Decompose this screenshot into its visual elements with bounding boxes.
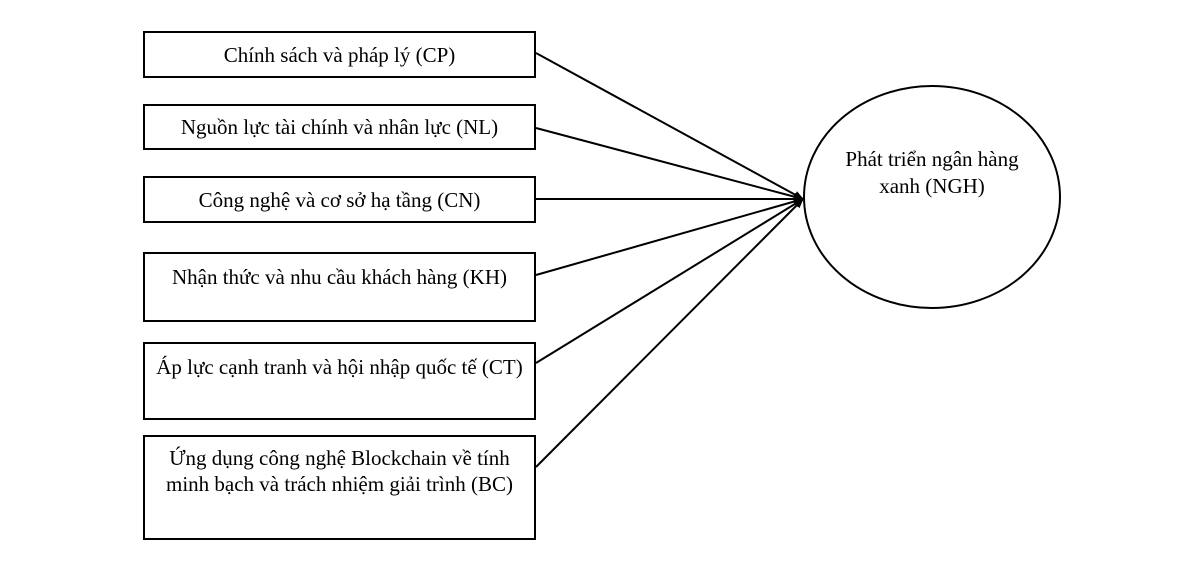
factor-box-kh: Nhận thức và nhu cầu khách hàng (KH)	[143, 252, 536, 322]
outcome-ellipse	[803, 85, 1061, 309]
arrow-ct-to-ngh	[535, 198, 804, 364]
factor-label-cp: Chính sách và pháp lý (CP)	[223, 42, 456, 67]
arrow-bc-to-ngh	[535, 198, 804, 468]
outcome-label-ngh: Phát triển ngân hàng xanh (NGH)	[845, 147, 1019, 198]
factor-box-nl: Nguồn lực tài chính và nhân lực (NL)	[143, 104, 536, 150]
factor-label-kh: Nhận thức và nhu cầu khách hàng (KH)	[171, 265, 507, 289]
factor-box-cn: Công nghệ và cơ sở hạ tầng (CN)	[143, 176, 536, 223]
edges-layer	[535, 52, 804, 468]
factor-label-cn: Công nghệ và cơ sở hạ tầng (CN)	[198, 187, 481, 212]
arrow-kh-to-ngh	[535, 197, 804, 276]
factor-label-bc: Ứng dụng công nghệ Blockchain về tính mi…	[166, 446, 513, 496]
arrow-nl-to-ngh	[535, 127, 804, 201]
factor-box-ct: Áp lực cạnh tranh và hội nhập quốc tế (C…	[143, 342, 536, 420]
factor-label-ct: Áp lực cạnh tranh và hội nhập quốc tế (C…	[156, 355, 523, 379]
factor-box-bc: Ứng dụng công nghệ Blockchain về tính mi…	[143, 435, 536, 540]
factor-box-cp: Chính sách và pháp lý (CP)	[143, 31, 536, 78]
factor-label-nl: Nguồn lực tài chính và nhân lực (NL)	[180, 115, 499, 139]
arrow-cp-to-ngh	[535, 52, 804, 200]
